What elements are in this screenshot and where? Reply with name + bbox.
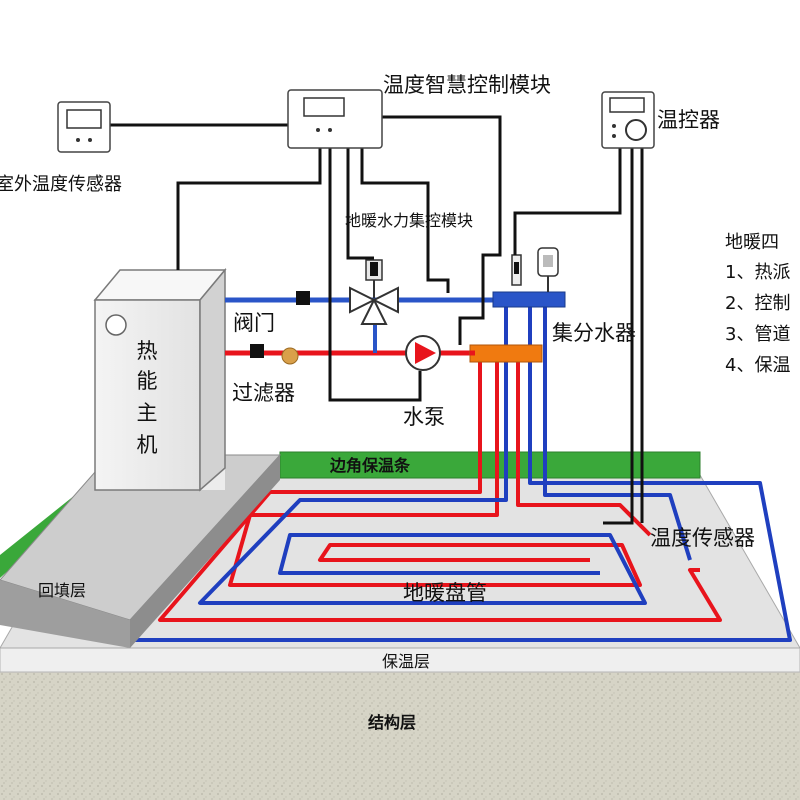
backfill-layer xyxy=(0,454,282,648)
heat-host-label-3: 主 xyxy=(137,401,158,425)
thermostat-dial-icon xyxy=(625,119,647,141)
filter-icon xyxy=(281,347,299,365)
valve-label: 阀门 xyxy=(233,311,275,335)
temp-sensor-label: 温度传感器 xyxy=(650,526,755,550)
coil-supply-pipe-inner-1 xyxy=(228,355,642,587)
heat-host-label-4: 机 xyxy=(137,433,158,457)
pump-icon xyxy=(405,335,441,371)
structure-layer-label: 结构层 xyxy=(367,713,416,732)
three-way-valve-icon xyxy=(349,259,399,325)
outdoor-sensor-label: 室外温度传感器 xyxy=(0,174,122,195)
side-panel: 地暖四 1、热派 2、控制 3、管道 4、保温 xyxy=(725,232,790,376)
backfill-label: 回填层 xyxy=(38,581,86,600)
heat-host-label-1: 热 xyxy=(137,339,158,363)
coil-supply-pipe xyxy=(158,355,722,622)
edge-insulation-label: 边角保温条 xyxy=(329,456,411,475)
floor-heating-coil xyxy=(120,300,792,642)
coil-supply-pipe-inner-2 xyxy=(516,355,652,537)
wire-valve xyxy=(346,148,374,260)
manifold xyxy=(469,247,566,363)
manifold-return-bar xyxy=(492,291,566,308)
thermostat-device xyxy=(601,91,655,149)
side-panel-item: 2、控制 xyxy=(725,293,790,314)
smart-control-module-device xyxy=(287,89,383,149)
wire-thermostat xyxy=(513,148,622,255)
floor-coil-label: 地暖盘管 xyxy=(403,581,487,605)
coil-return-pipe-outer xyxy=(120,300,792,642)
manifold-valve-icon xyxy=(537,247,559,292)
heat-host-unit: 热 能 主 机 xyxy=(93,267,227,492)
valve-icon xyxy=(296,291,310,305)
hydraulic-module-label: 地暖水力集控模块 xyxy=(345,211,473,230)
manifold-label: 集分水器 xyxy=(552,321,636,345)
host-indicator-icon xyxy=(105,314,127,336)
side-panel-item: 1、热派 xyxy=(725,262,790,283)
wire-hydraulic xyxy=(360,148,450,293)
structure-layer xyxy=(0,671,800,800)
pump-label: 水泵 xyxy=(403,405,445,429)
valve-icon-2 xyxy=(250,344,264,358)
control-wiring xyxy=(110,115,644,525)
coil-return-pipe-inner xyxy=(543,300,692,561)
wire-temp-sensor xyxy=(603,148,634,525)
filter-label: 过滤器 xyxy=(232,381,295,405)
heat-host-label-2: 能 xyxy=(137,369,158,393)
manifold-supply-bar xyxy=(469,344,543,363)
side-panel-item: 4、保温 xyxy=(725,355,790,376)
outdoor-sensor-device xyxy=(57,101,111,153)
wire-host xyxy=(176,148,322,270)
side-panel-item: 3、管道 xyxy=(725,324,790,345)
insulation-layer-label: 保温层 xyxy=(382,652,430,671)
wire-manifold xyxy=(382,115,502,345)
side-panel-title: 地暖四 xyxy=(725,232,779,253)
coil-return-pipe xyxy=(198,300,647,605)
wire-pump xyxy=(328,148,422,402)
smart-module-label: 温度智慧控制模块 xyxy=(383,73,551,97)
thermostat-label: 温控器 xyxy=(657,108,720,132)
